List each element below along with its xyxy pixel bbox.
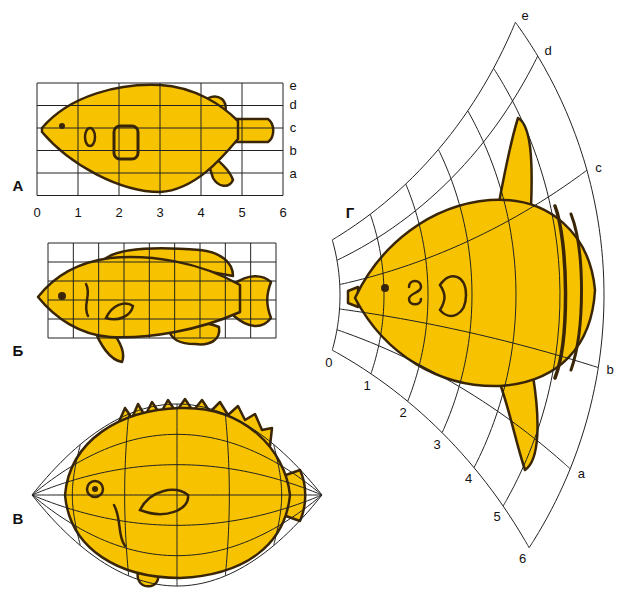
pectoral-fin xyxy=(106,303,133,319)
grid-line xyxy=(200,243,201,338)
grid-column-label: 6 xyxy=(279,206,286,219)
grid-curve xyxy=(332,22,515,240)
grid-line xyxy=(37,173,283,174)
grid-row-label: a xyxy=(289,167,296,180)
gill-mark xyxy=(409,281,421,304)
grid-row-label: b xyxy=(289,144,296,157)
grid-curve xyxy=(337,330,570,469)
grid-curve xyxy=(438,149,472,432)
grid-line xyxy=(48,262,276,263)
grid-row-label: a xyxy=(578,467,585,480)
grid-curve xyxy=(332,350,529,548)
grid-line xyxy=(119,83,120,196)
grid-line xyxy=(73,243,74,338)
grid-column-label: 5 xyxy=(493,510,500,523)
grid-row-label: d xyxy=(289,98,296,111)
fish-c xyxy=(65,399,305,586)
grid-line xyxy=(98,243,99,338)
grid-line xyxy=(37,105,283,106)
grid-column-label: 3 xyxy=(156,206,163,219)
grid-column-label: 3 xyxy=(434,437,441,450)
grid-column-label: 4 xyxy=(197,206,204,219)
eye xyxy=(381,284,389,292)
grid-line xyxy=(48,338,276,339)
grid-row-label: b xyxy=(607,363,614,376)
grid-curve xyxy=(125,414,129,576)
grid-column-label: 1 xyxy=(74,206,81,219)
grid-column-label: 0 xyxy=(33,206,40,219)
figure-letter: Б xyxy=(13,343,24,358)
gill-mark xyxy=(114,126,138,159)
figure-letter: Г xyxy=(346,205,355,220)
grid-curve xyxy=(340,309,599,368)
eye-pupil xyxy=(92,486,98,492)
grid-line xyxy=(174,243,175,338)
grid-curve xyxy=(225,414,229,576)
grid-line xyxy=(48,281,276,282)
gill-line xyxy=(114,505,125,546)
pectoral-fin xyxy=(440,276,466,316)
figure-letter: А xyxy=(13,178,24,193)
tail-stripe xyxy=(571,214,582,370)
fish-body xyxy=(355,200,595,386)
grid-line xyxy=(48,319,276,320)
grid-curve xyxy=(274,444,282,545)
grid-line xyxy=(283,83,284,196)
grid-curve xyxy=(468,111,516,468)
pectoral-fin xyxy=(140,490,188,514)
grid-line xyxy=(149,243,150,338)
fish-body xyxy=(38,257,240,337)
grid-line xyxy=(37,195,283,196)
grid-curve xyxy=(406,184,428,401)
grid-line xyxy=(242,83,243,196)
fish-body xyxy=(42,85,238,192)
grid-column-label: 6 xyxy=(519,551,526,564)
grid-line xyxy=(124,243,125,338)
grid-line xyxy=(160,83,161,196)
grid-column-label: 1 xyxy=(363,379,370,392)
grid-line xyxy=(37,83,283,84)
grid-row-label: e xyxy=(521,9,528,22)
grid-line xyxy=(37,150,283,151)
eye xyxy=(58,292,66,300)
grid-line xyxy=(78,83,79,196)
grid-line xyxy=(201,83,202,196)
fish-a xyxy=(42,85,273,192)
grid-curve xyxy=(515,22,604,547)
grid-row-label: c xyxy=(595,160,602,173)
pectoral-fin xyxy=(85,128,95,146)
grid-line xyxy=(37,128,283,129)
grid-curve xyxy=(337,56,538,260)
grid-line xyxy=(250,243,251,338)
grid-line xyxy=(48,243,49,338)
coordinate-grids xyxy=(32,22,604,586)
fish-d xyxy=(348,118,595,470)
grid-line xyxy=(37,83,38,196)
figure-letter: В xyxy=(13,511,24,526)
grid-column-label: 5 xyxy=(238,206,245,219)
grid-column-label: 0 xyxy=(325,355,332,368)
grid-column-label: 2 xyxy=(400,406,407,419)
grid-line xyxy=(225,243,226,338)
grid-curve xyxy=(340,170,587,284)
grid-curve xyxy=(72,444,80,545)
grid-curve xyxy=(332,240,340,350)
grid-row-label: e xyxy=(289,79,296,92)
grid-line xyxy=(48,243,276,244)
grid-column-label: 2 xyxy=(115,206,122,219)
grid-column-label: 4 xyxy=(465,472,472,485)
grid-line xyxy=(48,300,276,301)
grid-line xyxy=(276,243,277,338)
grid-curve xyxy=(494,68,560,506)
grid-row-label: c xyxy=(290,121,297,134)
grid-row-label: d xyxy=(544,43,551,56)
grid-curve xyxy=(177,404,178,586)
